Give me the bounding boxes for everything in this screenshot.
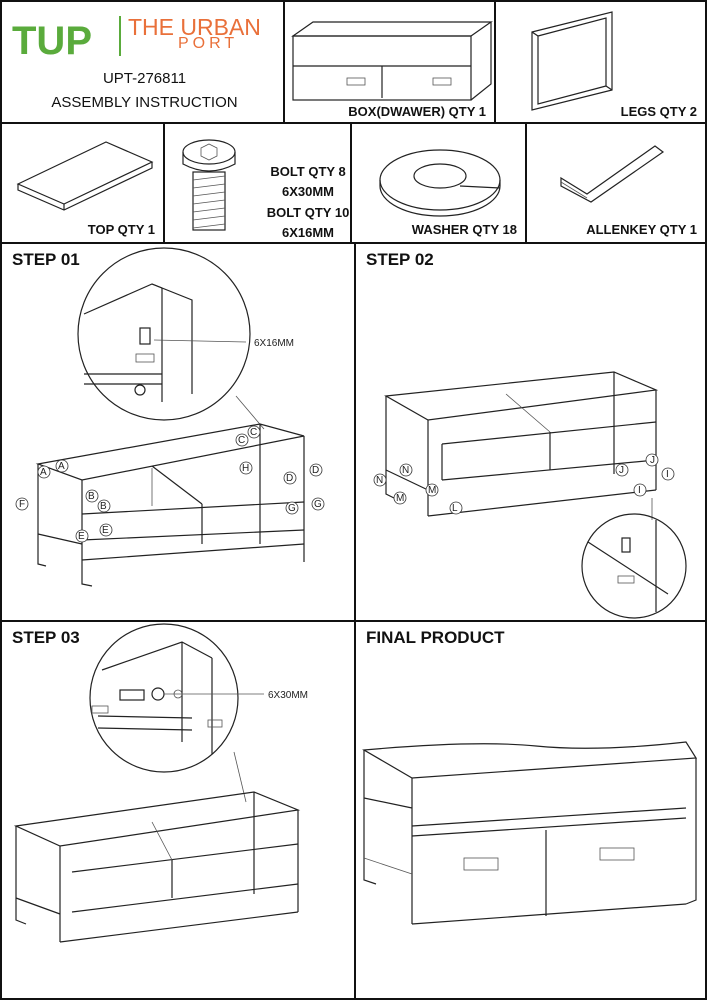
model-number: UPT-276811 bbox=[102, 70, 187, 87]
label-i: I bbox=[666, 469, 669, 480]
bolt-illustration bbox=[182, 139, 236, 231]
label-a: A bbox=[40, 467, 47, 478]
label-m2: M bbox=[428, 485, 436, 496]
step-01-title: STEP 01 bbox=[12, 250, 80, 269]
label-j: J bbox=[619, 465, 624, 476]
header-cell: TUP THE URBAN PORT UPT-276811 ASSEMBLY I… bbox=[0, 0, 285, 124]
label-m: M bbox=[396, 493, 404, 504]
step-02-title: STEP 02 bbox=[366, 250, 434, 269]
part-legs-label: LEGS QTY 2 bbox=[620, 104, 697, 119]
bolt-size-1: 6X30MM bbox=[281, 184, 335, 199]
label-h: H bbox=[242, 463, 249, 474]
label-c: C bbox=[238, 435, 245, 446]
step-01-diagram: A A F B B E E C C H D D G G 6X16MM bbox=[15, 247, 325, 587]
label-c2: C bbox=[250, 427, 257, 438]
step-01-cell: STEP 01 bbox=[0, 242, 356, 622]
part-box-label: BOX(DWAWER) QTY 1 bbox=[348, 104, 486, 119]
brand-line-2: PORT bbox=[178, 35, 239, 52]
allenkey-illustration bbox=[560, 145, 665, 203]
label-g: G bbox=[288, 503, 296, 514]
part-washer-cell: WASHER QTY 18 bbox=[350, 122, 527, 244]
bolt-qty-1: BOLT QTY 8 bbox=[270, 164, 346, 179]
label-l: L bbox=[452, 503, 458, 514]
label-n: N bbox=[376, 475, 383, 486]
step-01-bolt-size: 6X16MM bbox=[254, 338, 294, 349]
part-allenkey-label: ALLENKEY QTY 1 bbox=[586, 222, 697, 237]
label-a2: A bbox=[58, 461, 65, 472]
label-b: B bbox=[88, 491, 95, 502]
step-02-diagram: N N M M L J J I I bbox=[373, 371, 687, 619]
document-title: ASSEMBLY INSTRUCTION bbox=[51, 94, 238, 111]
washer-illustration bbox=[379, 149, 501, 217]
label-d2: D bbox=[312, 465, 319, 476]
step-03-title: STEP 03 bbox=[12, 628, 80, 647]
label-j2: J bbox=[650, 455, 655, 466]
bolt-size-2: 6X16MM bbox=[281, 225, 335, 240]
final-product-title: FINAL PRODUCT bbox=[366, 628, 505, 647]
top-panel-illustration bbox=[16, 141, 154, 211]
final-product-illustration bbox=[362, 741, 698, 925]
label-i2: I bbox=[638, 485, 641, 496]
label-f: F bbox=[19, 499, 25, 510]
step-03-cell: STEP 03 6X30MM bbox=[0, 620, 356, 1000]
part-washer-label: WASHER QTY 18 bbox=[411, 222, 517, 237]
label-b2: B bbox=[100, 501, 107, 512]
box-drawer-illustration bbox=[291, 21, 493, 101]
final-product-cell: FINAL PRODUCT bbox=[354, 620, 707, 1000]
step-03-bolt-size: 6X30MM bbox=[268, 690, 308, 701]
part-top-cell: TOP QTY 1 bbox=[0, 122, 165, 244]
part-top-label: TOP QTY 1 bbox=[87, 222, 155, 237]
part-allenkey-cell: ALLENKEY QTY 1 bbox=[525, 122, 707, 244]
step-02-cell: STEP 02 N N M bbox=[354, 242, 707, 622]
label-n2: N bbox=[402, 465, 409, 476]
legs-illustration bbox=[531, 11, 613, 111]
label-g2: G bbox=[314, 499, 322, 510]
logo-initials: TUP bbox=[12, 19, 92, 63]
logo-mark: TUP bbox=[12, 16, 121, 63]
label-e: E bbox=[78, 531, 85, 542]
bolt-qty-2: BOLT QTY 10 bbox=[266, 205, 350, 220]
label-d: D bbox=[286, 473, 293, 484]
part-box-cell: BOX(DWAWER) QTY 1 bbox=[283, 0, 496, 124]
brand-line-1: THE URBAN bbox=[128, 14, 261, 40]
label-e2: E bbox=[102, 525, 109, 536]
part-bolt-cell: BOLT QTY 8 6X30MM BOLT QTY 10 6X16MM bbox=[163, 122, 352, 244]
part-legs-cell: LEGS QTY 2 bbox=[494, 0, 707, 124]
step-03-diagram: 6X30MM bbox=[13, 623, 308, 943]
